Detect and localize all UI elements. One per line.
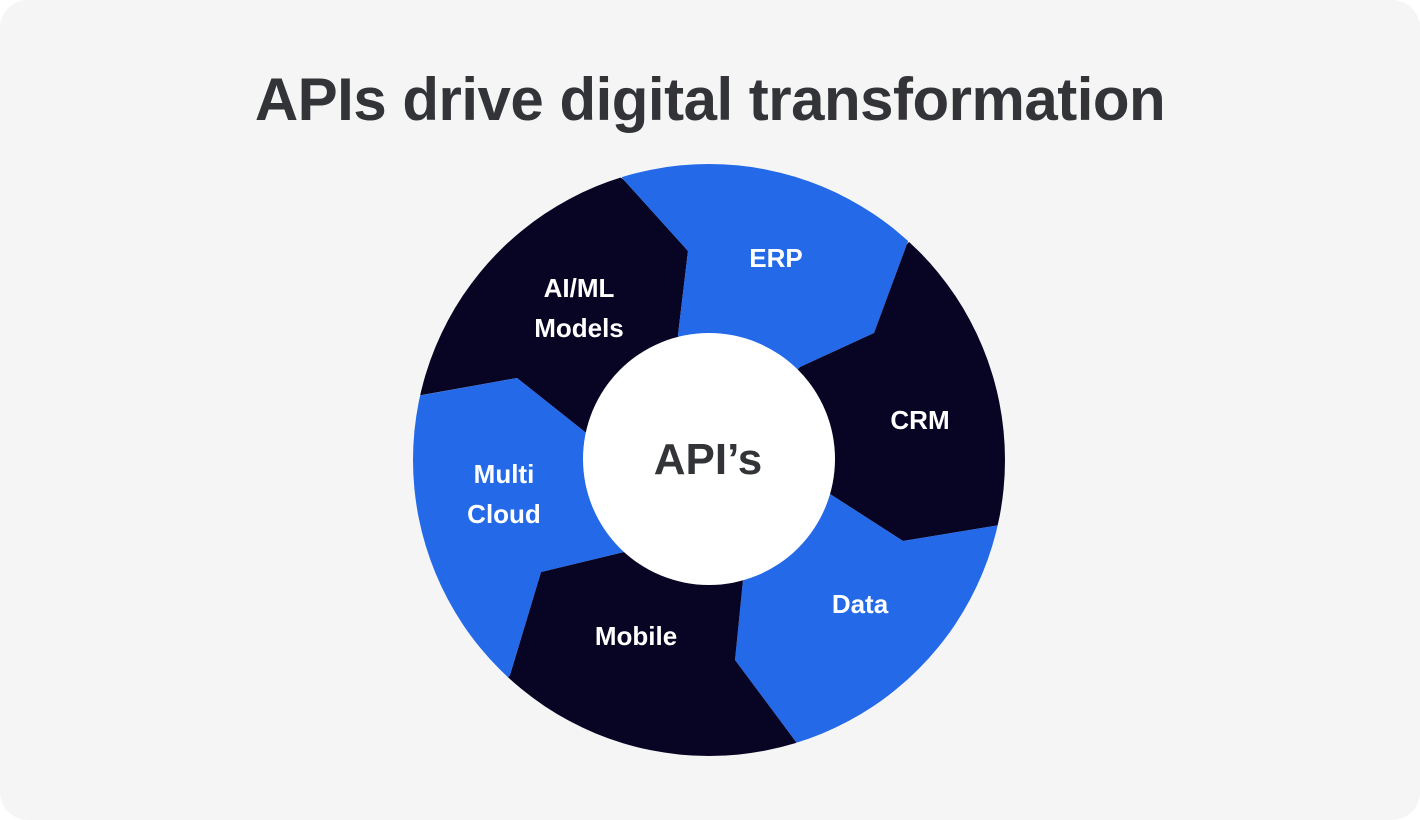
segment-label-erp: ERP [749, 243, 802, 273]
segment-label-data: Data [832, 589, 889, 619]
center-label: API’s [654, 435, 762, 484]
center-circle [583, 333, 835, 585]
segment-label-multi-cloud-line2: Cloud [467, 499, 541, 529]
segment-label-multi-cloud: Multi [474, 459, 535, 489]
segment-label-ai-ml-line2: Models [534, 313, 624, 343]
segment-label-crm: CRM [890, 405, 949, 435]
diagram-title: APIs drive digital transformation [254, 66, 1166, 133]
segment-label-ai-ml: AI/ML [544, 273, 615, 303]
segment-mobile [470, 460, 840, 756]
segment-label-mobile: Mobile [595, 621, 677, 651]
